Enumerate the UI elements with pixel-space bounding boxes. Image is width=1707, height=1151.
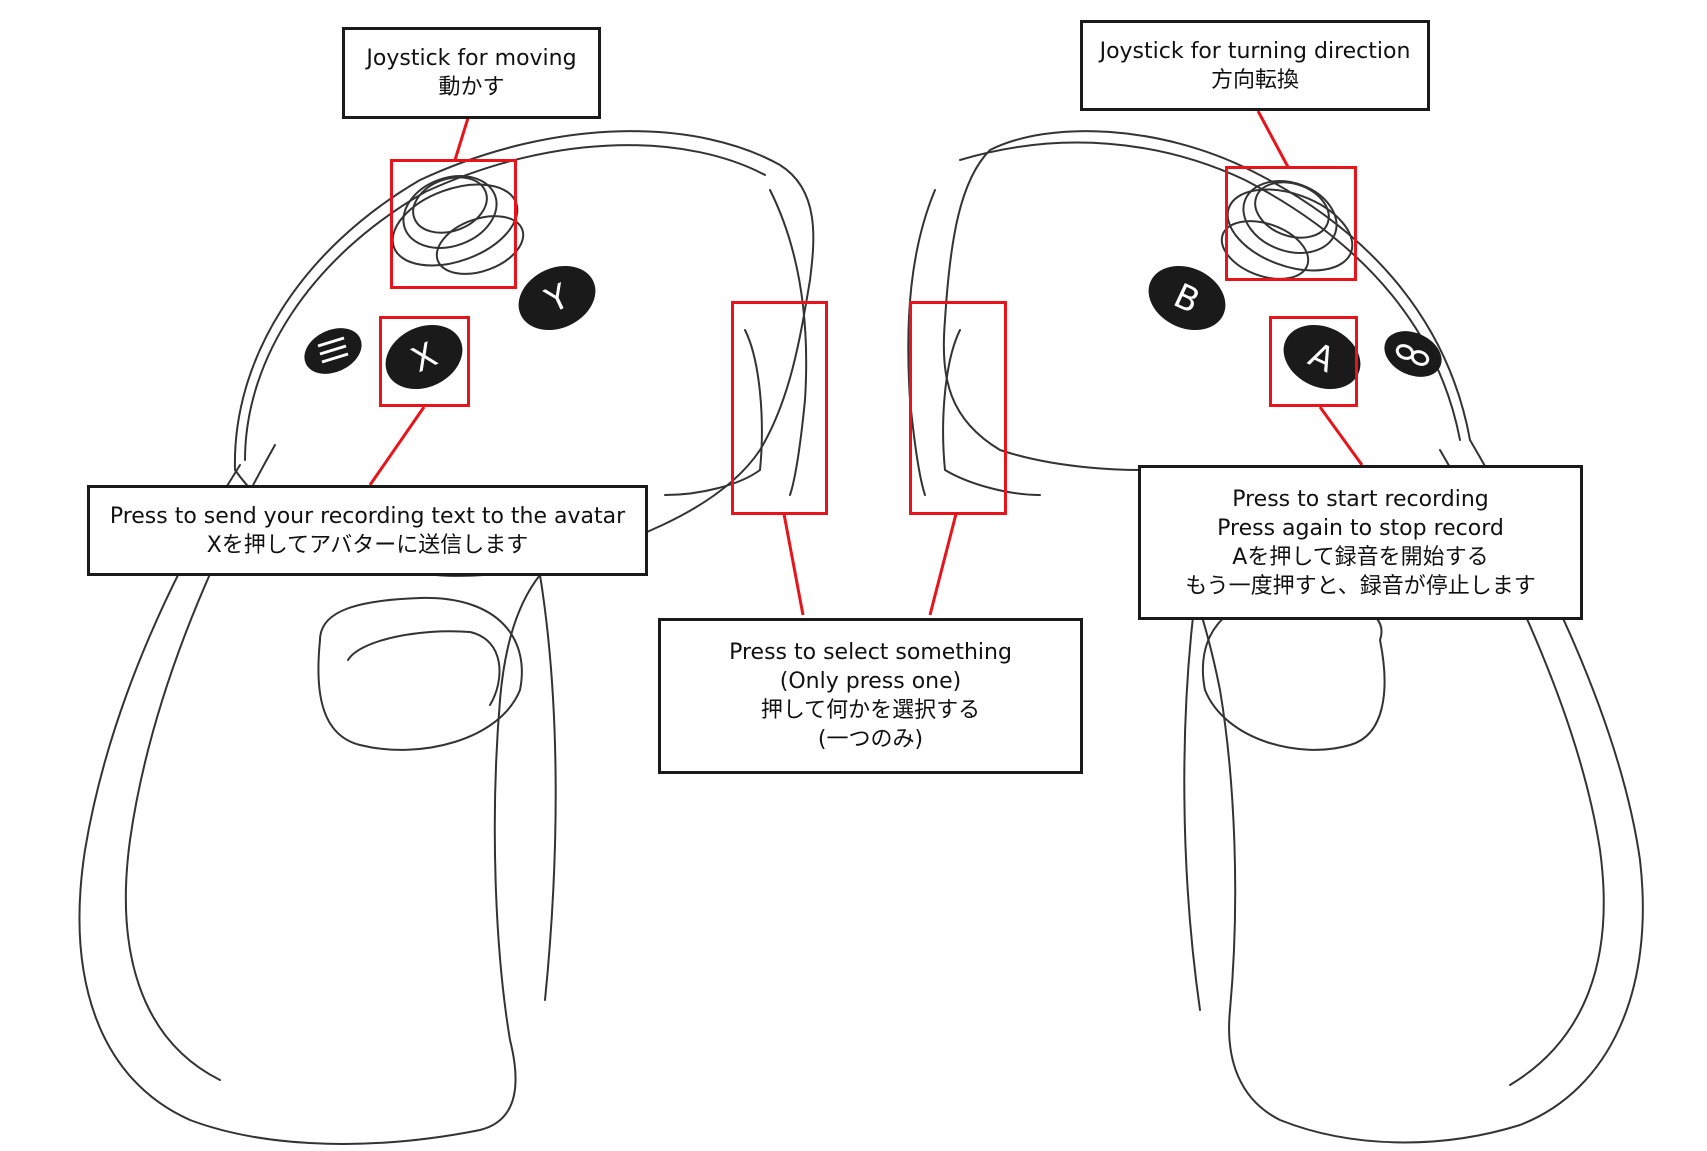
callout-a-button-ja-again: もう一度押すと、録音が停止します bbox=[1185, 573, 1536, 599]
callout-a-button-en: Press to start recording bbox=[1232, 486, 1489, 512]
left-controller-grip bbox=[78, 464, 541, 1145]
callout-right-joystick: Joystick for turning direction 方向転換 bbox=[1080, 20, 1430, 111]
callout-trigger-ja-note: (一つのみ) bbox=[817, 727, 924, 752]
callout-left-joystick: Joystick for moving 動かす bbox=[342, 27, 601, 119]
leader-left-trigger bbox=[782, 513, 805, 616]
callout-x-button: Press to send your recording text to the… bbox=[87, 485, 648, 576]
left-index-trigger bbox=[664, 329, 763, 496]
right-grip-trigger bbox=[1201, 596, 1386, 751]
highlight-right-trigger bbox=[909, 301, 1007, 515]
highlight-a-button bbox=[1269, 316, 1358, 407]
callout-a-button-ja: Aを押して録音を開始する bbox=[1232, 544, 1489, 570]
callout-trigger-ja: 押して何かを選択する bbox=[760, 698, 981, 723]
callout-right-joystick-ja: 方向転換 bbox=[1210, 67, 1299, 93]
leader-left-joystick bbox=[453, 117, 470, 161]
b-button[interactable] bbox=[1138, 254, 1236, 342]
x-button[interactable] bbox=[375, 313, 473, 401]
highlight-left-trigger bbox=[731, 301, 828, 515]
callout-left-joystick-en: Joystick for moving bbox=[366, 46, 577, 71]
oculus-icon bbox=[1395, 344, 1430, 366]
left-grip-trigger bbox=[317, 596, 523, 751]
left-controller bbox=[78, 130, 815, 1145]
highlight-x-button bbox=[379, 316, 470, 407]
callout-left-joystick-ja: 動かす bbox=[438, 75, 505, 100]
callout-x-button-ja: Xを押してアバターに送信します bbox=[206, 532, 529, 558]
leader-right-joystick bbox=[1256, 110, 1290, 168]
leader-a-button bbox=[1318, 406, 1364, 466]
y-button[interactable] bbox=[508, 254, 606, 342]
right-controller-face bbox=[942, 130, 1471, 471]
callout-a-button: Press to start recording Press again to … bbox=[1138, 465, 1583, 620]
callout-a-button-en-again: Press again to stop record bbox=[1217, 515, 1504, 541]
right-index-trigger bbox=[942, 329, 1041, 496]
leader-lines bbox=[368, 110, 1364, 616]
a-button[interactable] bbox=[1273, 313, 1371, 401]
leader-x-button bbox=[368, 406, 426, 486]
callout-trigger-en: Press to select something bbox=[729, 640, 1012, 665]
leader-right-trigger bbox=[928, 513, 958, 616]
callout-right-joystick-en: Joystick for turning direction bbox=[1099, 38, 1411, 64]
menu-icon bbox=[317, 336, 349, 364]
callout-trigger-en-note: (Only press one) bbox=[779, 669, 962, 694]
highlight-right-joystick bbox=[1225, 166, 1357, 281]
right-controller-grip bbox=[1194, 439, 1644, 1144]
callout-x-button-en: Press to send your recording text to the… bbox=[109, 503, 626, 529]
right-face-buttons: B A bbox=[1138, 254, 1442, 401]
highlight-left-joystick bbox=[390, 159, 517, 289]
callout-trigger: Press to select something (Only press on… bbox=[658, 618, 1083, 774]
left-face-buttons: Y X bbox=[304, 254, 606, 401]
